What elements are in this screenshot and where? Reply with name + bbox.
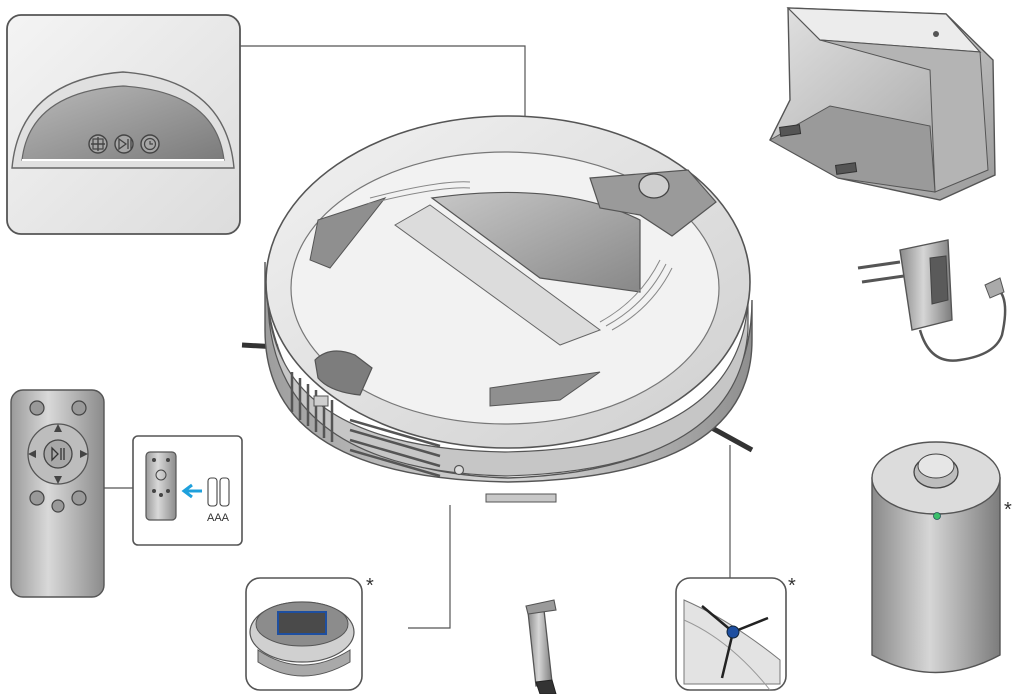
- control-panel-inset: [6, 14, 241, 235]
- side-brush-hub: [726, 625, 740, 639]
- leader-filter: [408, 505, 451, 629]
- remote-control: [10, 389, 105, 598]
- side-brush-right-bristle: [710, 425, 754, 453]
- battery-label: AAA: [207, 512, 230, 524]
- side-vents: [290, 372, 441, 478]
- optional-marker-side-brush: *: [788, 575, 796, 597]
- virtual-wall-beacon: [871, 441, 1001, 674]
- side-brush-inset: [675, 577, 787, 691]
- clock-icon: [140, 134, 160, 154]
- insert-arrow-icon: [181, 483, 202, 499]
- optional-marker-filter: *: [366, 575, 374, 597]
- charging-dock: [768, 7, 996, 201]
- battery-inset: AAA: [132, 435, 243, 546]
- power-adapter: [857, 239, 1007, 362]
- play-pause-icon: [114, 134, 134, 154]
- filter-inset: [245, 577, 363, 691]
- clean-icon: [88, 134, 108, 154]
- optional-marker-beacon: *: [1004, 499, 1012, 521]
- indicator-light: [933, 512, 941, 520]
- robot-vacuum: [241, 115, 754, 503]
- cleaning-tool: [525, 599, 557, 694]
